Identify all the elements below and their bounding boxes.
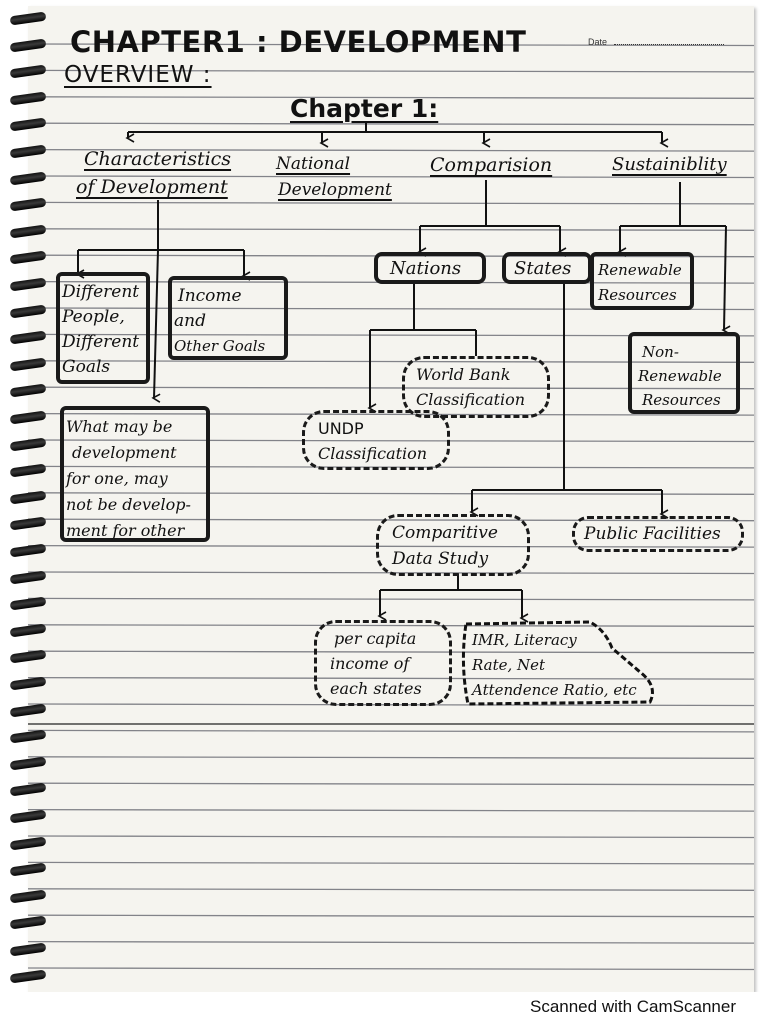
renewable-line: Resources <box>598 286 677 304</box>
public-facilities-label: Public Facilities <box>584 524 721 544</box>
date-field: Date <box>588 37 724 47</box>
different-goals-line: People, <box>62 307 125 327</box>
box-what-may-be <box>60 406 210 542</box>
comparitive-line: Comparitive <box>392 523 498 543</box>
branch-comparision: Comparision <box>430 154 553 176</box>
undp-text: UNDP Classification <box>318 416 427 466</box>
what-may-be-line: ment for other <box>66 521 185 540</box>
ruled-line <box>27 888 755 891</box>
per-capita-line: income of <box>330 654 410 673</box>
ruled-line <box>27 43 755 47</box>
what-may-be-text: What may be development for one, may not… <box>66 414 191 544</box>
different-goals-line: Goals <box>62 357 111 377</box>
cloud-undp <box>302 410 450 470</box>
world-bank-text: World Bank Classification <box>416 362 525 412</box>
ruled-line <box>27 228 755 231</box>
nations-label: Nations <box>390 258 462 279</box>
ruled-line <box>27 650 755 654</box>
ruled-line <box>27 756 755 759</box>
income-goals-line: Income <box>178 286 242 306</box>
non-renewable-line: Resources <box>642 391 721 409</box>
branch-characteristics-line1: Characteristics <box>84 148 232 170</box>
world-bank-line: World Bank <box>416 365 511 384</box>
states-label: States <box>514 258 572 279</box>
what-may-be-line: What may be <box>66 417 173 436</box>
non-renewable-line: Renewable <box>638 367 722 385</box>
ruled-line <box>27 624 755 627</box>
ruled-line <box>27 808 755 812</box>
ruled-line <box>27 148 755 152</box>
branch-sustainability: Sustainiblity <box>612 154 727 175</box>
paper-sheet <box>28 6 754 992</box>
ruled-line <box>27 967 755 971</box>
chapter-root: Chapter 1: <box>290 94 439 123</box>
page-title: CHAPTER1 : DEVELOPMENT <box>70 25 527 59</box>
cloud-public-facilities <box>572 516 744 552</box>
ruled-line <box>27 914 755 918</box>
imr-cloud-outline <box>461 620 654 706</box>
ruled-line <box>27 544 755 548</box>
what-may-be-line: for one, may <box>66 469 168 488</box>
world-bank-line: Classification <box>416 390 526 409</box>
ruled-line <box>27 439 755 443</box>
ruled-line <box>27 386 755 390</box>
ruled-line <box>27 175 755 179</box>
comparitive-line: Data Study <box>392 549 489 569</box>
different-goals-line: Different <box>62 332 140 352</box>
per-capita-text: per capita income of each states <box>330 626 422 701</box>
undp-line: Classification <box>318 444 428 463</box>
different-goals-text: Different People, Different Goals <box>62 280 139 380</box>
branch-national-line2: Development <box>278 180 392 200</box>
box-nations <box>374 252 486 284</box>
ruled-line <box>27 940 755 944</box>
ruled-line <box>27 729 755 733</box>
ruled-line <box>27 861 755 865</box>
income-goals-line: and <box>174 311 206 331</box>
per-capita-line: each states <box>330 679 422 698</box>
ruled-line <box>27 412 755 416</box>
renewable-line: Renewable <box>598 261 682 279</box>
scanner-footer: Scanned with CamScanner <box>0 992 768 1024</box>
what-may-be-line: not be develop- <box>66 495 191 514</box>
box-renewable <box>590 252 694 310</box>
imr-text: IMR, Literacy Rate, Net Attendence Ratio… <box>472 628 637 703</box>
different-goals-line: Different <box>62 282 140 302</box>
ruled-line <box>27 122 755 126</box>
ruled-line <box>27 676 755 680</box>
undp-line: UNDP <box>318 419 364 438</box>
non-renewable-text: Non- Renewable Resources <box>638 340 722 412</box>
date-label: Date <box>588 37 608 47</box>
imr-line: Attendence Ratio, etc <box>472 681 637 699</box>
ruled-line <box>27 201 755 205</box>
overview-heading: OVERVIEW : <box>64 62 212 88</box>
cloud-world-bank <box>402 356 550 418</box>
ruled-line <box>27 835 755 839</box>
ruled-line <box>27 96 755 99</box>
scanner-watermark: Scanned with CamScanner <box>529 997 736 1016</box>
box-income-goals <box>168 276 288 360</box>
income-goals-line: Other Goals <box>174 337 266 355</box>
comparitive-text: Comparitive Data Study <box>392 520 498 572</box>
cloud-per-capita <box>314 620 452 706</box>
box-non-renewable <box>628 332 740 414</box>
branch-characteristics-line2: of Development <box>76 176 228 198</box>
ruled-line <box>27 597 755 601</box>
imr-line: Rate, Net <box>472 656 546 674</box>
non-renewable-line: Non- <box>642 343 679 361</box>
branch-national-line1: National <box>276 154 351 174</box>
ruled-line <box>27 492 755 495</box>
per-capita-line: per capita <box>334 629 417 648</box>
imr-line: IMR, Literacy <box>472 631 577 649</box>
cloud-comparitive <box>376 514 530 576</box>
renewable-text: Renewable Resources <box>598 258 682 308</box>
ruled-line <box>27 782 755 786</box>
income-goals-text: Income and Other Goals <box>174 284 265 359</box>
ruled-line <box>27 69 755 73</box>
what-may-be-line: development <box>72 443 177 462</box>
box-different-goals <box>56 272 150 384</box>
